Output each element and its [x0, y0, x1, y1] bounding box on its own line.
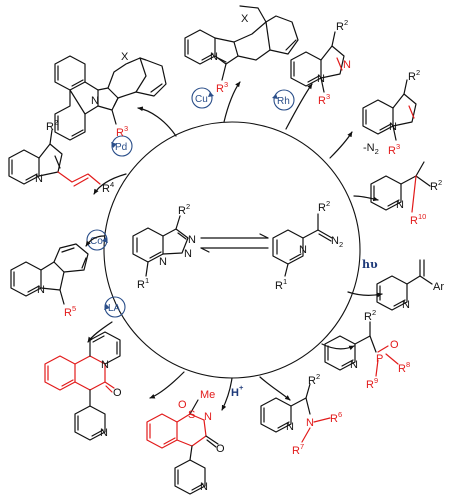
p1-x-label: X: [121, 51, 129, 63]
center-right-r1-label: R1: [275, 277, 287, 292]
p2-x-label: X: [241, 13, 249, 25]
p11-n-label: N: [350, 359, 358, 371]
p3-n2-label: N: [343, 59, 351, 71]
p5-n-label: N: [35, 173, 43, 185]
p11-r8-label: R8: [398, 360, 410, 375]
p4-n-label: N: [389, 121, 397, 133]
p3-r2-label: R2: [336, 18, 348, 33]
p3-n1-label: N: [317, 73, 325, 85]
triazole-n-label: N: [184, 248, 192, 260]
svg-text:Cu: Cu: [195, 94, 208, 105]
center-right-r2-label: R2: [318, 199, 330, 214]
p1-r3-label: R3: [116, 124, 128, 139]
svg-text:Rh: Rh: [277, 96, 290, 107]
p8-o2-label: O: [216, 443, 225, 455]
diazo-n2-label: N2: [331, 235, 343, 249]
p6-n-label: N: [37, 284, 45, 296]
product-pyridoisoquinolinone: N O N: [44, 331, 122, 441]
p7-n-label: N: [101, 359, 109, 371]
p9-r10-label: R10: [410, 212, 426, 227]
p4-r3-label: R3: [388, 142, 400, 157]
co-catalyst-badge: Co: [86, 229, 108, 251]
p8-n-label: N: [204, 411, 212, 423]
catalytic-cycle-circle: [103, 121, 361, 379]
center-left-r2-label: R2: [178, 202, 190, 217]
triazole-n-label: N: [188, 234, 196, 246]
equilibrium-arrows: [200, 233, 269, 253]
cu-catalyst-badge: Cu: [191, 87, 214, 109]
p2-n-label: N: [210, 51, 218, 63]
product-vinylpyridine: N Ar: [376, 259, 444, 311]
product-indolizine: R2 N R3: [362, 68, 420, 157]
p6-r5-label: R5: [64, 304, 76, 319]
product-phosphonate: N R2 O P R8 R9: [324, 308, 410, 391]
p11-o-label: O: [390, 339, 399, 351]
la-catalyst-badge: LA: [104, 296, 126, 318]
minus-n2-label: -N2: [363, 142, 379, 156]
p5-r2-label: R2: [46, 118, 58, 133]
p4-r2-label: R2: [408, 68, 420, 83]
product-pyridoindole: N R5: [10, 243, 89, 319]
p8-me-label: Me: [200, 389, 215, 401]
p2-r3-label: R3: [216, 80, 228, 95]
p11-r9-label: R9: [366, 376, 378, 391]
p9-r2-label: R2: [430, 178, 442, 193]
p9-n-label: N: [396, 199, 404, 211]
p12-n-label: N: [286, 421, 294, 433]
p12-n2-label: N: [306, 417, 314, 429]
rh-catalyst-badge: Rh: [272, 89, 295, 111]
svg-text:Co: Co: [90, 236, 103, 247]
product-arrows: [85, 81, 383, 411]
p10-n-label: N: [402, 299, 410, 311]
p10-ar-label: Ar: [433, 281, 444, 293]
product-alkylpyridine: N R2 R10: [370, 161, 442, 227]
p7-n2-label: N: [100, 427, 108, 439]
p5-r4-label: R4: [102, 180, 114, 195]
product-aminomethylpyridine: N R2 N R6 R7: [260, 372, 342, 457]
diazo-pyridine-structure: N N2 R2 R1: [272, 199, 343, 292]
p12-r2-label: R2: [308, 372, 320, 387]
p3-r3-label: R3: [318, 92, 330, 107]
p7-o-label: O: [113, 387, 122, 399]
p11-p-label: P: [376, 353, 383, 365]
pd-catalyst-badge: Pd: [111, 135, 133, 157]
h-plus-label: H+: [231, 383, 244, 399]
center-left-r1-label: R1: [137, 276, 149, 291]
triazolopyridine-structure: N N N R2 R1: [132, 202, 196, 291]
product-imidazopyridine: R2 N N R3: [290, 18, 351, 107]
svg-text:LA: LA: [108, 303, 121, 314]
p8-n3-label: N: [200, 481, 208, 493]
p11-r2-label: R2: [364, 308, 376, 323]
p12-r6-label: R6: [330, 410, 342, 425]
product-benzofused-indolizine-2: X N R3: [184, 5, 299, 95]
product-benzofused-indolizine-1: X N R3: [54, 51, 167, 141]
hv-label: hυ: [362, 258, 378, 271]
product-sulfoximine-bicycle: Me O S N O N: [146, 389, 225, 495]
p8-o-label: O: [178, 399, 187, 411]
pyridine-n-label: N: [299, 244, 307, 256]
p12-r7-label: R7: [292, 442, 304, 457]
svg-text:Pd: Pd: [115, 142, 127, 153]
p1-n-label: N: [91, 95, 99, 107]
product-vinyl-indolizine: R2 N R4: [8, 118, 114, 195]
triazole-n-label: N: [159, 256, 167, 268]
p8-s-label: S: [188, 409, 195, 421]
